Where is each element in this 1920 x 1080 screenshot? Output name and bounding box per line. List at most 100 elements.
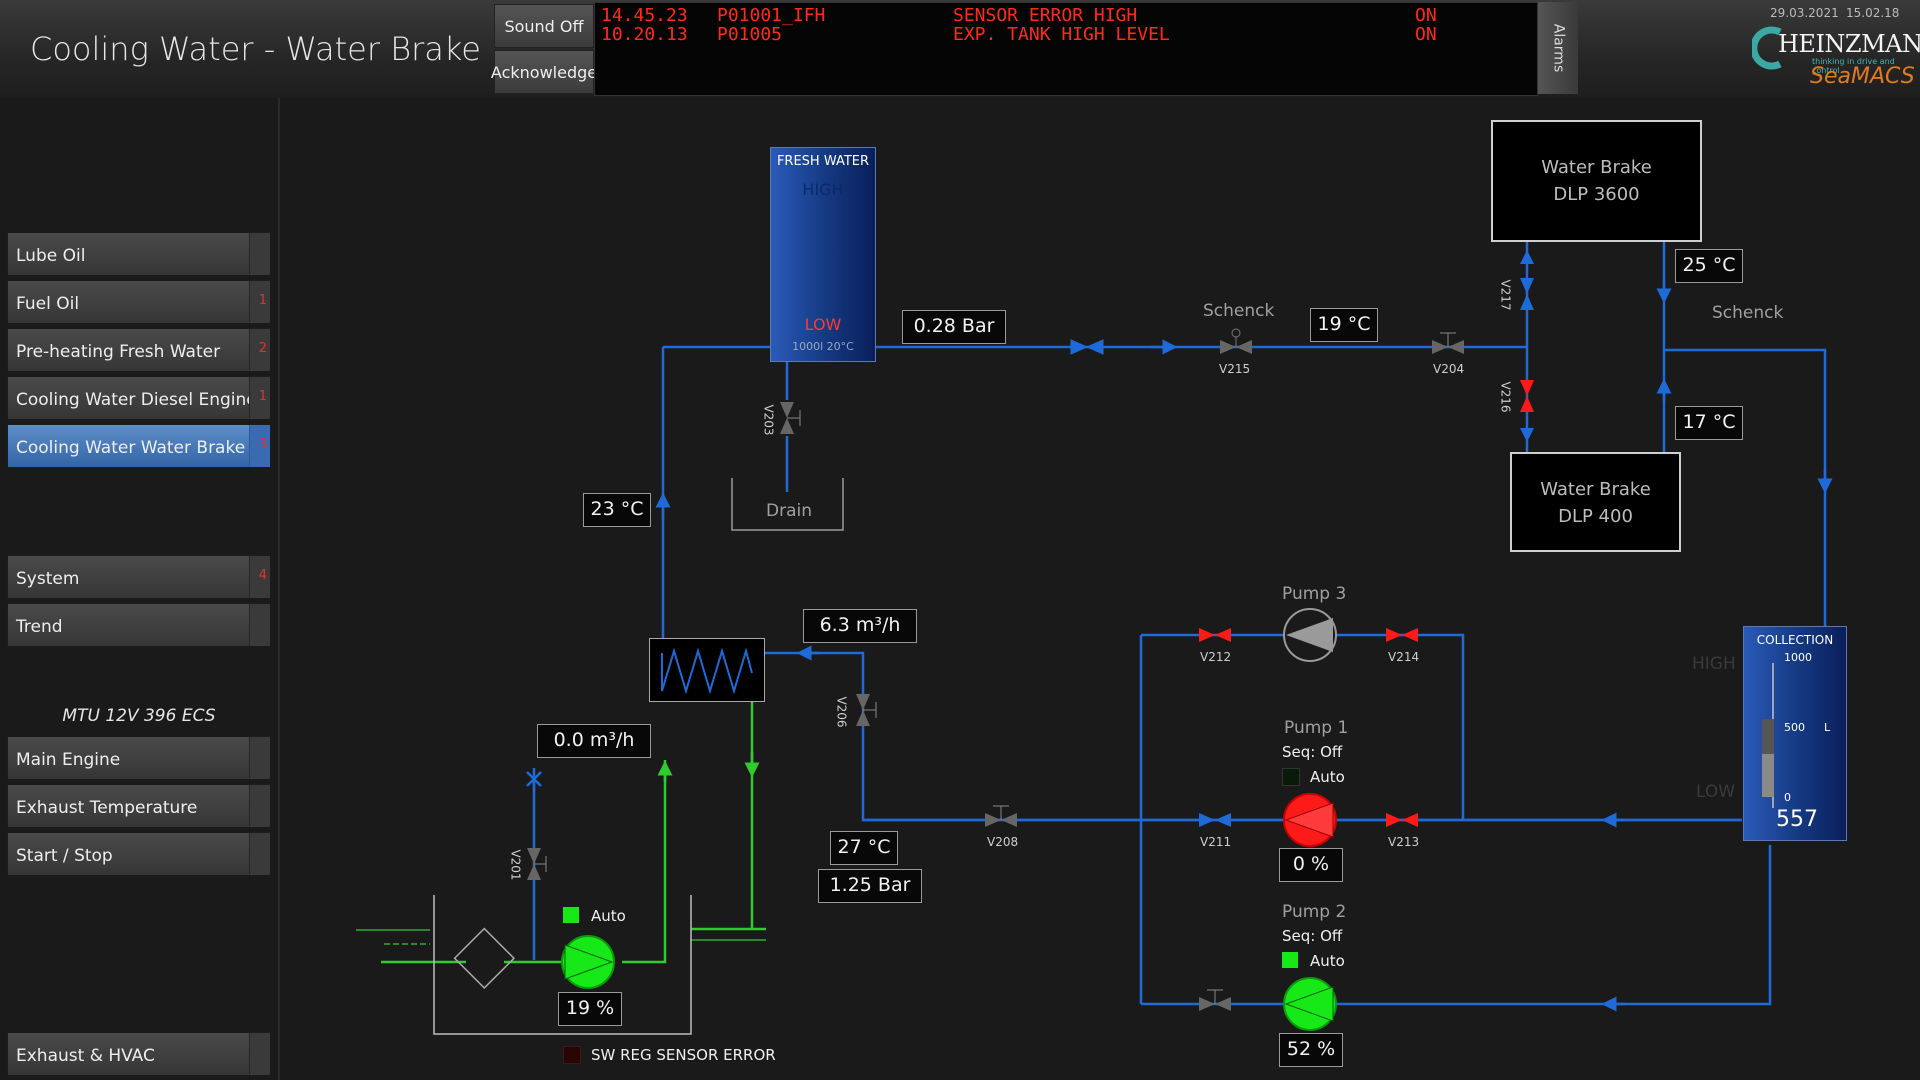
brand-name: HEINZMANN: [1778, 30, 1920, 58]
nav-cooling-water-water-brake[interactable]: Cooling Water Water Brake 3: [7, 424, 271, 468]
nav-start-stop[interactable]: Start / Stop: [7, 832, 271, 876]
valve-v216-label: V216: [1498, 381, 1513, 413]
scale-unit: L: [1824, 721, 1831, 734]
alarm-code: P01005: [717, 24, 783, 45]
nav-alarm-count: 3: [258, 437, 267, 452]
valve-v208-label: V208: [987, 835, 1019, 849]
valve-v204-label: V204: [1433, 362, 1465, 376]
temp-top-value: 19 °C: [1310, 308, 1378, 342]
nav-label: Exhaust & HVAC: [16, 1046, 155, 1066]
blue-pipes: [532, 240, 1920, 1006]
brake-line1: Water Brake: [1540, 479, 1651, 500]
nav-edge: [249, 233, 270, 275]
nav-trend[interactable]: Trend: [7, 603, 271, 647]
heat-exchanger[interactable]: [649, 638, 765, 702]
collection-tank[interactable]: COLLECTION 1000 500 L 0 557: [1743, 626, 1847, 841]
green-arrows: [657, 752, 760, 782]
sensor-error-indicator: [563, 1046, 581, 1064]
nav-label: Cooling Water Diesel Engine: [16, 390, 257, 410]
pump2-auto-label: Auto: [1310, 952, 1345, 970]
nav-alarm-count: 4: [258, 568, 267, 583]
pump1-speed-value: 0 %: [1279, 848, 1343, 882]
valve-v214-label: V214: [1388, 650, 1420, 664]
sound-off-button[interactable]: Sound Off: [494, 4, 594, 48]
collection-level-value: 557: [1776, 807, 1818, 832]
valve-v203-label: V203: [761, 404, 776, 436]
alarm-text: SENSOR ERROR HIGH: [953, 5, 1138, 26]
alarms-tab[interactable]: Alarms: [1538, 2, 1578, 94]
drain-label: Drain: [766, 501, 812, 521]
temp-bottom-value: 27 °C: [830, 831, 898, 865]
pump2-auto-checkbox[interactable]: [1282, 952, 1298, 968]
date-display: 29.03.2021: [1770, 6, 1839, 20]
scale-mid: 500: [1784, 721, 1805, 734]
heinzmann-logo-icon: [1752, 26, 1782, 70]
acknowledge-button[interactable]: Acknowledge: [491, 50, 597, 94]
collection-low-label: LOW: [1696, 782, 1736, 802]
nav-edge: [249, 425, 270, 467]
level-bar-track: [1762, 719, 1774, 797]
nav-main-engine[interactable]: Main Engine: [7, 736, 271, 780]
brand-tagline: thinking in drive and control: [1812, 57, 1895, 75]
pump1-label: Pump 1: [1284, 718, 1349, 738]
nav-edge: [249, 281, 270, 323]
nav-label: Main Engine: [16, 750, 121, 770]
pump2-label: Pump 2: [1282, 902, 1347, 922]
nav-edge: [249, 1033, 270, 1075]
nav-edge: [249, 329, 270, 371]
flow-right-value: 6.3 m³/h: [803, 609, 917, 643]
nav-label: Cooling Water Water Brake: [16, 438, 246, 458]
alarm-time: 10.20.13: [601, 24, 688, 45]
sea-lines: [356, 929, 766, 945]
alarm-row[interactable]: 10.20.13 P01005 EXP. TANK HIGH LEVEL ON: [601, 24, 1437, 45]
nav-label: Trend: [16, 617, 63, 637]
nav-edge: [249, 785, 270, 827]
nav-edge: [249, 604, 270, 646]
sw-pump-auto-checkbox[interactable]: [563, 907, 579, 923]
water-brake-dlp3600[interactable]: Water Brake DLP 3600: [1491, 120, 1702, 242]
valve-v213-label: V213: [1388, 835, 1420, 849]
nav-lube-oil[interactable]: Lube Oil: [7, 232, 271, 276]
sensor-error-label: SW REG SENSOR ERROR: [591, 1046, 776, 1064]
fresh-water-tank[interactable]: FRESH WATER HIGH LOW 1000l 20°C: [770, 147, 876, 362]
valve-v201-label: V201: [508, 849, 523, 881]
scale-min: 0: [1784, 791, 1791, 804]
nav-label: Lube Oil: [16, 246, 86, 266]
water-brake-dlp400[interactable]: Water Brake DLP 400: [1510, 452, 1681, 552]
nav-alarm-count: 2: [258, 341, 267, 356]
green-pipes: [381, 702, 766, 964]
pump1-auto-checkbox[interactable]: [1282, 768, 1300, 786]
nav-alarm-count: 1: [258, 389, 267, 404]
nav-exhaust-temperature[interactable]: Exhaust Temperature: [7, 784, 271, 828]
valve-v215-label: V215: [1219, 362, 1251, 376]
pump1-seq-status: Seq: Off: [1282, 743, 1343, 761]
sidebar-divider: [278, 98, 280, 1080]
sea-chest: [433, 895, 692, 1035]
tank-title: COLLECTION: [1756, 633, 1834, 647]
nav-exhaust-hvac[interactable]: Exhaust & HVAC: [7, 1032, 271, 1076]
blue-arrows: [655, 280, 1833, 1012]
tank-low-label: LOW: [804, 315, 842, 334]
brake-line1: Water Brake: [1541, 157, 1652, 178]
nav-edge: [249, 556, 270, 598]
nav-edge: [249, 377, 270, 419]
temp-left-value: 23 °C: [583, 493, 651, 527]
tank-info: 1000l 20°C: [792, 340, 854, 353]
nav-label: Exhaust Temperature: [16, 798, 198, 818]
valve-v211-label: V211: [1200, 835, 1232, 849]
alarm-time: 14.45.23: [601, 5, 688, 26]
schenck-label: Schenck: [1203, 301, 1275, 321]
nav-label: Start / Stop: [16, 846, 113, 866]
nav-edge: [249, 737, 270, 779]
valve-v206-label: V206: [834, 696, 849, 728]
alarm-text: EXP. TANK HIGH LEVEL: [953, 24, 1170, 45]
alarm-code: P01001_IFH: [717, 5, 826, 26]
alarm-state: ON: [1415, 5, 1437, 26]
pump3-label: Pump 3: [1282, 584, 1347, 604]
pressure-top-value: 0.28 Bar: [902, 310, 1006, 344]
alarm-row[interactable]: 14.45.23 P01001_IFH SENSOR ERROR HIGH ON: [601, 5, 1437, 26]
